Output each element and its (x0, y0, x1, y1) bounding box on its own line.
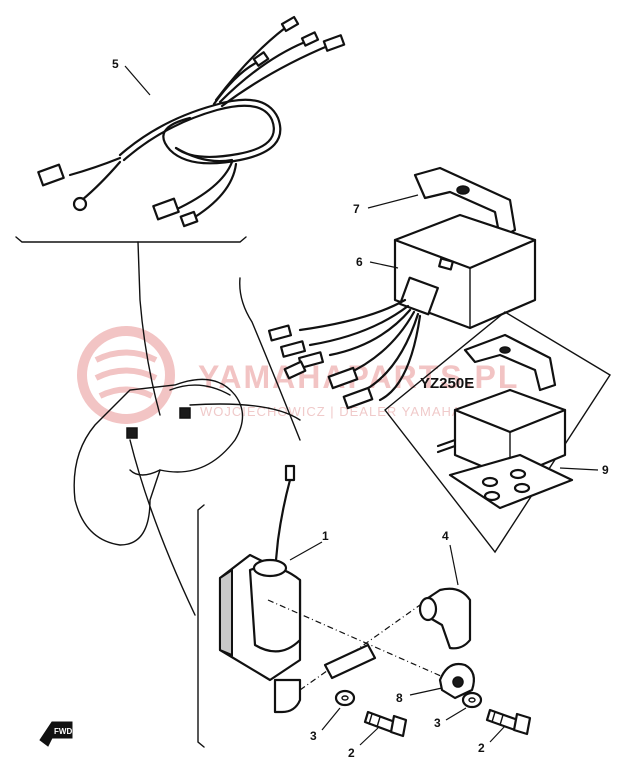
watermark-main-text: YAMAHAPARTS.PL (198, 359, 519, 395)
wire-harness-part-5: 5 (37, 15, 346, 228)
clamp-part-8: 8 (396, 662, 475, 705)
bolt-part-2-right: 2 (478, 708, 532, 755)
washer-part-3-left: 3 (310, 689, 356, 743)
callout-5: 5 (112, 57, 119, 71)
callout-1: 1 (322, 529, 329, 543)
yz250e-variant-box: YZ250E 9 (384, 311, 611, 554)
callout-2-left: 2 (348, 746, 355, 760)
bolt-part-2-left: 2 (348, 710, 408, 760)
callout-7: 7 (353, 202, 360, 216)
callout-6: 6 (356, 255, 363, 269)
ignition-coil-part-1: 1 (218, 464, 329, 714)
callout-9: 9 (602, 463, 609, 477)
cdi-unit-part-6: 6 (267, 213, 537, 410)
harness-bracket (15, 236, 247, 243)
forward-arrow-icon: FWD (39, 721, 73, 747)
assembly-centerline-a (267, 599, 451, 681)
callout-2-right: 2 (478, 741, 485, 755)
callout-8: 8 (396, 691, 403, 705)
model-label: YZ250E (420, 375, 474, 392)
callout-3-right: 3 (434, 716, 441, 730)
forward-label: FWD (54, 727, 72, 736)
callout-3-left: 3 (310, 729, 317, 743)
frame-outline (73, 241, 301, 616)
coil-bracket (197, 504, 205, 748)
watermark-sub-text: WOJCIECHOWICZ | DEALER YAMAHA (200, 404, 462, 419)
watermark: YAMAHAPARTS.PL WOJCIECHOWICZ | DEALER YA… (77, 326, 519, 424)
spark-plug-cap-part-4: 4 (418, 529, 472, 650)
rubber-tube (323, 643, 377, 680)
assembly-centerline-b (299, 604, 421, 691)
callout-4: 4 (442, 529, 449, 543)
washer-part-3-right: 3 (434, 691, 483, 730)
